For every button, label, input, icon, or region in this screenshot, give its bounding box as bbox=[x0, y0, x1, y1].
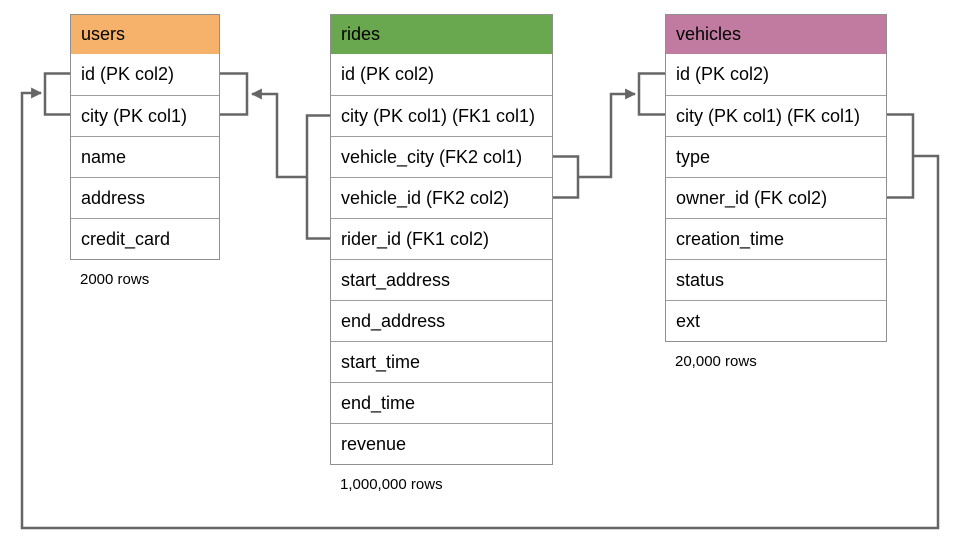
column-vehicles-status[interactable]: status bbox=[666, 259, 886, 300]
column-users-credit-card[interactable]: credit_card bbox=[71, 218, 219, 259]
table-users-header[interactable]: users bbox=[71, 15, 219, 54]
column-vehicles-creation-time[interactable]: creation_time bbox=[666, 218, 886, 259]
table-vehicles-box: vehicles id (PK col2) city (PK col1) (FK… bbox=[665, 14, 887, 342]
table-rides-box: rides id (PK col2) city (PK col1) (FK1 c… bbox=[330, 14, 553, 465]
bracket-users-left-keys bbox=[43, 72, 70, 116]
relationship-arrow-vehicles-to-users-fk bbox=[20, 87, 940, 530]
column-users-address[interactable]: address bbox=[71, 177, 219, 218]
column-vehicles-owner-id[interactable]: owner_id (FK col2) bbox=[666, 177, 886, 218]
column-users-id[interactable]: id (PK col2) bbox=[71, 54, 219, 95]
row-count-rides: 1,000,000 rows bbox=[340, 476, 443, 493]
column-rides-vehicle-city[interactable]: vehicle_city (FK2 col1) bbox=[331, 136, 552, 177]
table-vehicles: vehicles id (PK col2) city (PK col1) (FK… bbox=[665, 14, 887, 370]
column-rides-end-address[interactable]: end_address bbox=[331, 300, 552, 341]
table-rides: rides id (PK col2) city (PK col1) (FK1 c… bbox=[330, 14, 553, 493]
bracket-vehicles-right-keys bbox=[887, 113, 915, 199]
relationship-arrow-rides-to-vehicles-fk2 bbox=[578, 88, 637, 179]
column-rides-vehicle-id[interactable]: vehicle_id (FK2 col2) bbox=[331, 177, 552, 218]
row-count-users: 2000 rows bbox=[80, 271, 150, 288]
table-vehicles-header[interactable]: vehicles bbox=[666, 15, 886, 54]
column-vehicles-ext[interactable]: ext bbox=[666, 300, 886, 341]
bracket-rides-left-fk1 bbox=[305, 114, 330, 240]
table-users-box: users id (PK col2) city (PK col1) name a… bbox=[70, 14, 220, 260]
column-users-city[interactable]: city (PK col1) bbox=[71, 95, 219, 136]
column-vehicles-type[interactable]: type bbox=[666, 136, 886, 177]
column-rides-rider-id[interactable]: rider_id (FK1 col2) bbox=[331, 218, 552, 259]
bracket-rides-right-fk2 bbox=[553, 155, 580, 199]
table-rides-header[interactable]: rides bbox=[331, 15, 552, 54]
relationship-arrow-rides-to-users-fk1 bbox=[250, 88, 307, 179]
column-rides-revenue[interactable]: revenue bbox=[331, 423, 552, 464]
bracket-vehicles-left-keys bbox=[637, 72, 665, 116]
column-rides-id[interactable]: id (PK col2) bbox=[331, 54, 552, 95]
row-count-vehicles: 20,000 rows bbox=[675, 353, 757, 370]
bracket-users-right-keys bbox=[220, 72, 249, 116]
column-vehicles-id[interactable]: id (PK col2) bbox=[666, 54, 886, 95]
column-rides-start-address[interactable]: start_address bbox=[331, 259, 552, 300]
column-rides-start-time[interactable]: start_time bbox=[331, 341, 552, 382]
column-rides-end-time[interactable]: end_time bbox=[331, 382, 552, 423]
column-users-name[interactable]: name bbox=[71, 136, 219, 177]
column-rides-city[interactable]: city (PK col1) (FK1 col1) bbox=[331, 95, 552, 136]
table-users: users id (PK col2) city (PK col1) name a… bbox=[70, 14, 220, 288]
column-vehicles-city[interactable]: city (PK col1) (FK col1) bbox=[666, 95, 886, 136]
